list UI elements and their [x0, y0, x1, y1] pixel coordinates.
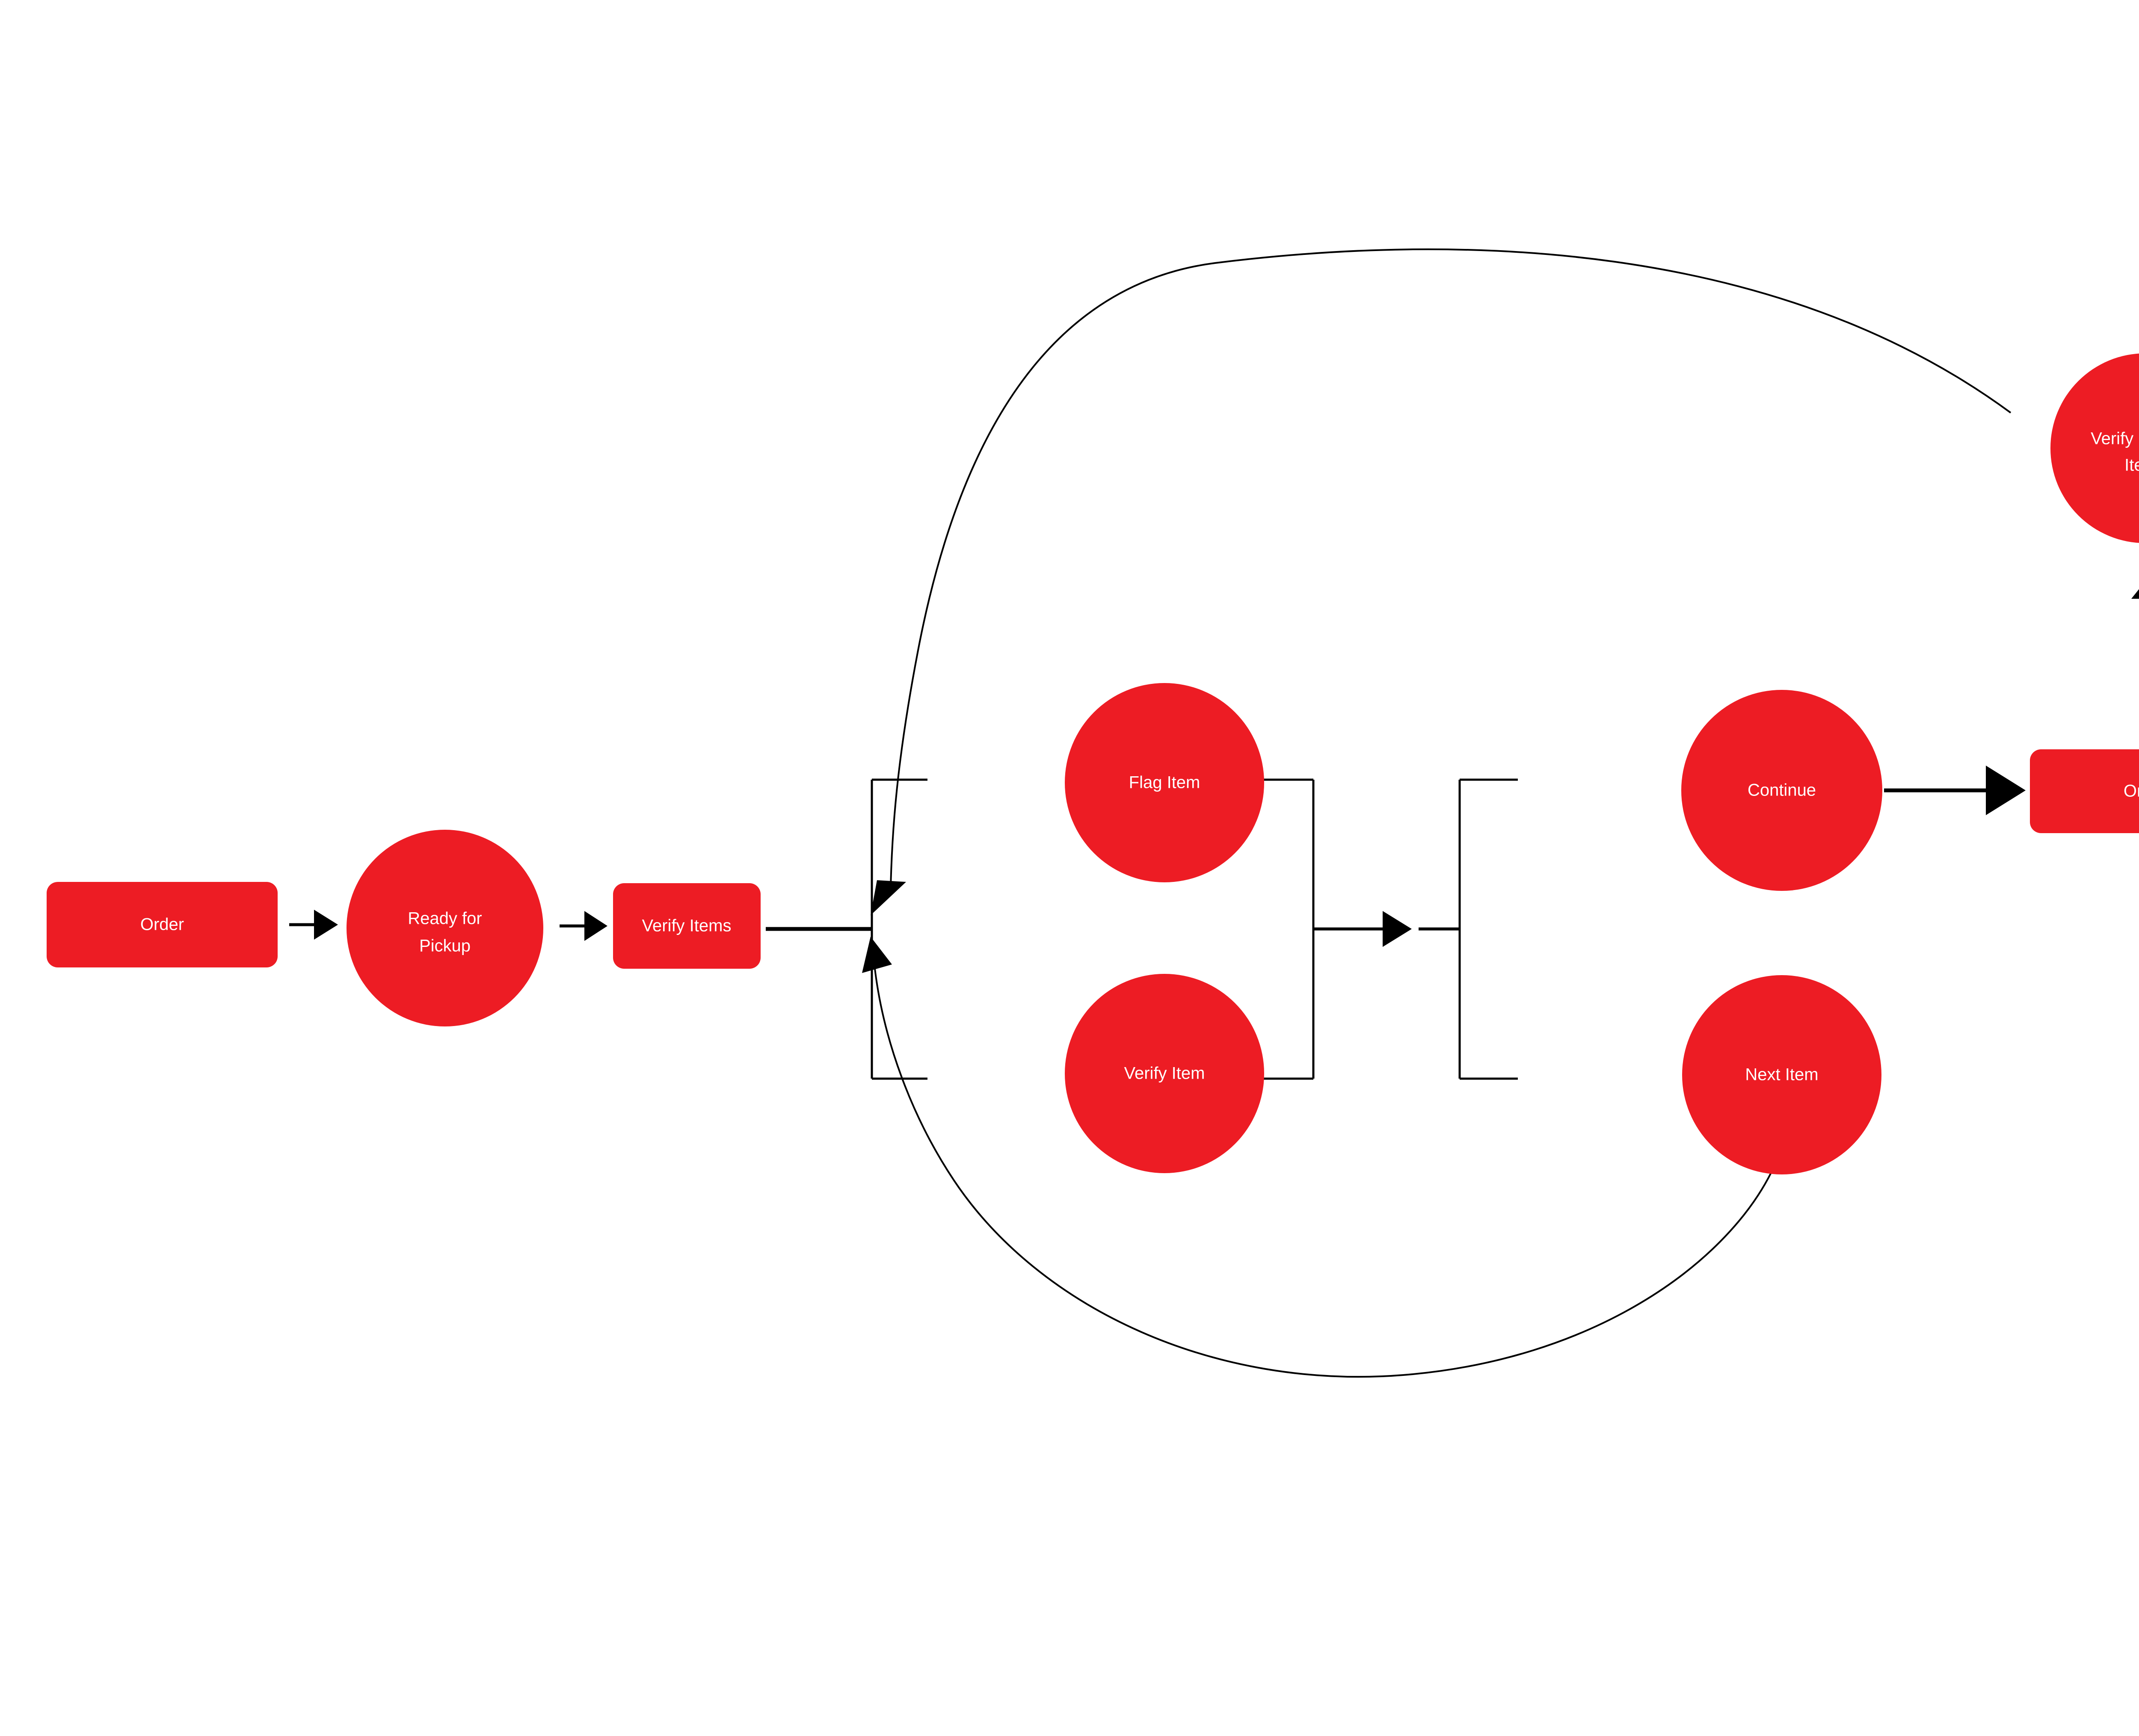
verify-flagged-items-shape[interactable] — [2050, 353, 2139, 543]
node-order-start[interactable]: Order — [47, 882, 278, 967]
next-item-shape[interactable] — [1682, 975, 1881, 1174]
mid-arrowhead-icon — [1383, 911, 1412, 947]
order-second-shape[interactable] — [2030, 749, 2139, 833]
arrow-up-head-icon — [2131, 589, 2139, 599]
ready-for-pickup-1-shape[interactable] — [347, 830, 543, 1026]
node-order-second[interactable]: Order — [2030, 749, 2139, 833]
node-continue[interactable]: Continue — [1681, 690, 1882, 891]
edge-next-item-loop-back — [862, 937, 1772, 1378]
edge-order-to-ready-for-pickup-1 — [289, 910, 338, 940]
bottom-loop-arrowhead-icon — [862, 937, 892, 973]
edge-continue-to-order-second — [1884, 766, 2026, 815]
edge-join1-to-fork2 — [1313, 911, 1460, 947]
join-bracket-1 — [1258, 778, 1315, 1080]
order-start-shape[interactable] — [47, 882, 278, 967]
bottom-loop-curve — [874, 968, 1772, 1378]
edge-order-second-to-verify-flagged-items — [2131, 589, 2139, 599]
node-next-item[interactable]: Next Item — [1682, 975, 1881, 1174]
arrow-3-head-icon — [1986, 766, 2026, 815]
node-verify-item[interactable]: Verify Item — [1065, 974, 1264, 1173]
node-ready-for-pickup-1[interactable]: Ready for Pickup — [347, 830, 543, 1026]
node-verify-items[interactable]: Verify Items — [613, 883, 761, 969]
node-verify-flagged-items[interactable]: Verify Flagged Items — [2050, 353, 2139, 543]
top-loop-curve — [890, 248, 2012, 888]
edge-ready-for-pickup-1-to-verify-items — [560, 911, 607, 941]
continue-shape[interactable] — [1681, 690, 1882, 891]
node-flag-item[interactable]: Flag Item — [1065, 683, 1264, 882]
verify-item-shape[interactable] — [1065, 974, 1264, 1173]
arrow-1-head-icon — [314, 910, 338, 940]
fork-bracket-2 — [1458, 778, 1518, 1080]
flag-item-shape[interactable] — [1065, 683, 1264, 882]
verify-items-shape[interactable] — [613, 883, 761, 969]
edge-verify-flagged-items-loop-back — [871, 248, 2012, 915]
fork-bracket-1 — [766, 778, 927, 1080]
top-loop-arrowhead-icon — [871, 880, 906, 915]
arrow-2-head-icon — [584, 911, 607, 941]
